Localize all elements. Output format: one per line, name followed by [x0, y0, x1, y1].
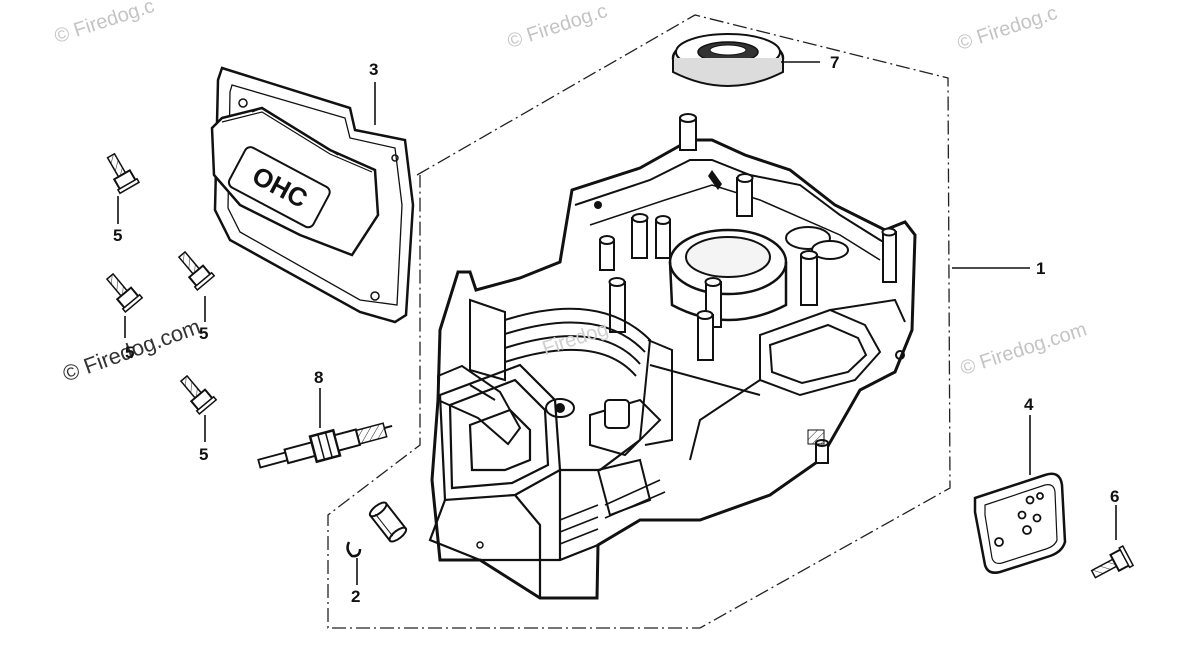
callout-3: 3 [369, 60, 379, 79]
bolt-part-5-a [106, 152, 141, 195]
spark-plug-part-8 [257, 422, 393, 469]
cylinder-block-part-1 [428, 113, 917, 600]
assembly-boundary [327, 14, 951, 629]
head-cover-part-3: OHC [210, 66, 415, 324]
gasket-part-4 [973, 472, 1067, 574]
callout-4: 4 [1024, 395, 1034, 414]
dowel-pin-part-2 [346, 501, 408, 558]
callout-5-c: 5 [199, 324, 209, 343]
oil-seal-part-7 [671, 33, 785, 87]
callout-5-a: 5 [113, 226, 123, 245]
callout-8: 8 [314, 368, 324, 387]
callout-5-d: 5 [199, 445, 209, 464]
leader-lines [117, 61, 1117, 585]
bolt-part-5-d [179, 374, 218, 416]
bolt-part-5-c [177, 250, 216, 292]
callout-5-b: 5 [125, 343, 135, 362]
callout-7: 7 [830, 53, 840, 72]
callout-1: 1 [1036, 259, 1046, 278]
callout-6: 6 [1110, 487, 1120, 506]
bolt-part-5-b [105, 272, 144, 314]
bolt-part-6 [1090, 545, 1135, 579]
callout-2: 2 [351, 587, 361, 606]
